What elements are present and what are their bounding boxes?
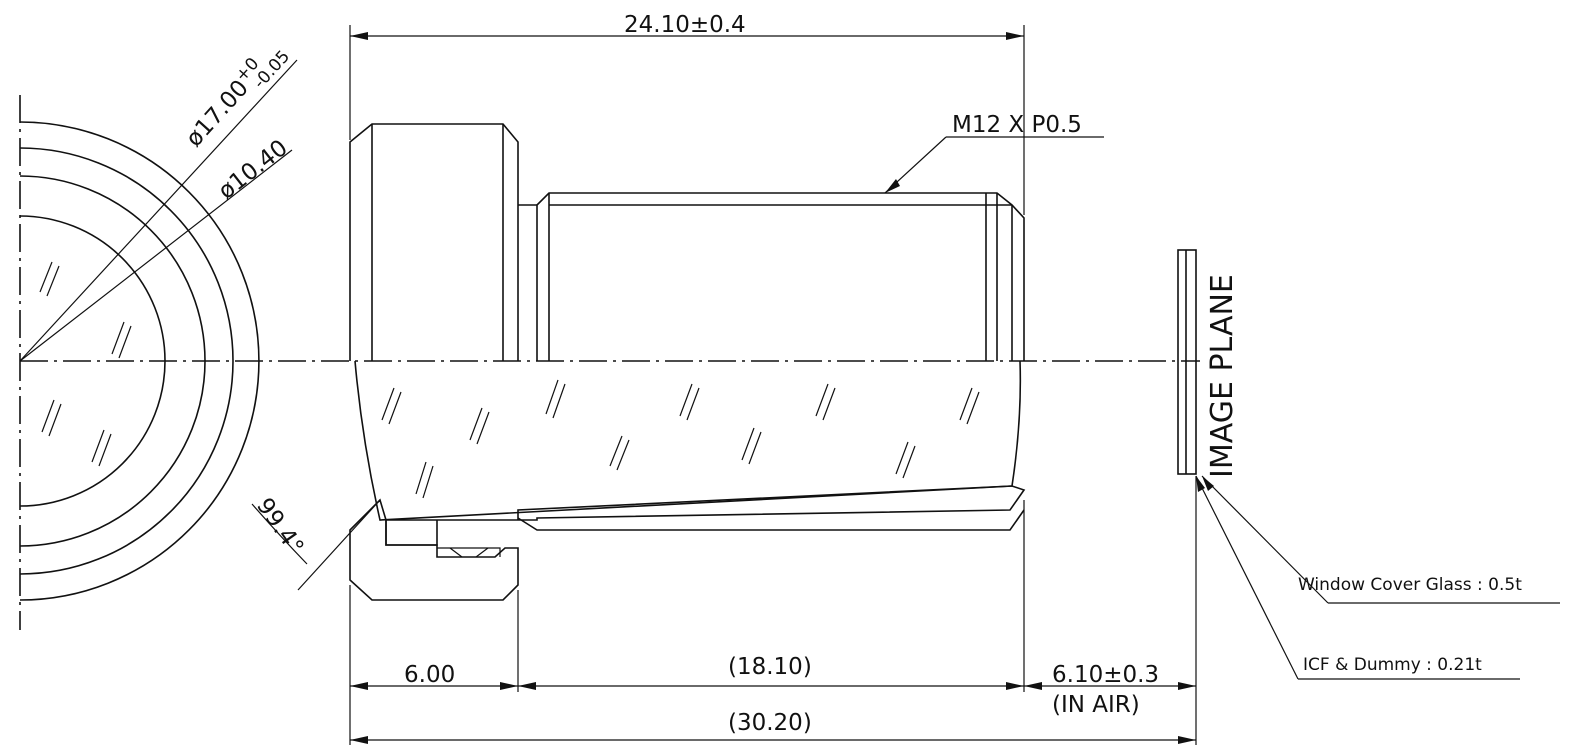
flange-length-label: 6.00	[404, 662, 455, 688]
lens-side-view: 99.4°	[251, 123, 1026, 601]
thread-callout: M12 X P0.5	[884, 112, 1104, 194]
total-length-label: 24.10±0.4	[624, 12, 746, 38]
circle-arc-2	[19, 147, 234, 575]
barrel-length-label: (18.10)	[728, 654, 812, 680]
back-focal-note: (IN AIR)	[1052, 692, 1140, 718]
bottom-dimensions: 6.00 (18.10) 6.10±0.3 (IN AIR) (30.20)	[349, 476, 1197, 745]
barrel-section-hatch	[385, 485, 1026, 546]
barrel-inner-line	[517, 509, 1025, 531]
side-glass-marks	[381, 379, 980, 499]
dim-total-length: 24.10±0.4	[349, 12, 1025, 215]
inner-diameter-leader	[19, 149, 293, 362]
thread-label: M12 X P0.5	[952, 112, 1082, 138]
flange-section-hatch	[349, 498, 519, 601]
fov-angle-arc	[251, 503, 308, 565]
window-cover-glass-label: Window Cover Glass : 0.5t	[1298, 575, 1522, 595]
lens-element-outline	[354, 360, 1022, 521]
image-plane: IMAGE PLANE Window Cover Glass : 0.5t IC…	[1177, 249, 1560, 680]
back-focal-label: 6.10±0.3	[1052, 662, 1159, 688]
fov-angle-label: 99.4°	[251, 494, 308, 560]
thread-barrel-outline	[536, 192, 1025, 361]
outer-diameter-leader	[19, 59, 298, 362]
front-glass-marks	[39, 261, 132, 467]
cover-glass-rect	[1177, 249, 1197, 475]
flange-outline	[349, 123, 519, 361]
overall-length-label: (30.20)	[728, 710, 812, 736]
icf-dummy-label: ICF & Dummy : 0.21t	[1303, 655, 1482, 675]
inner-diameter-label: ø10.40	[214, 135, 293, 205]
front-view: ø17.00+0-0.05 ø10.40	[19, 47, 298, 630]
image-plane-label: IMAGE PLANE	[1205, 274, 1240, 478]
